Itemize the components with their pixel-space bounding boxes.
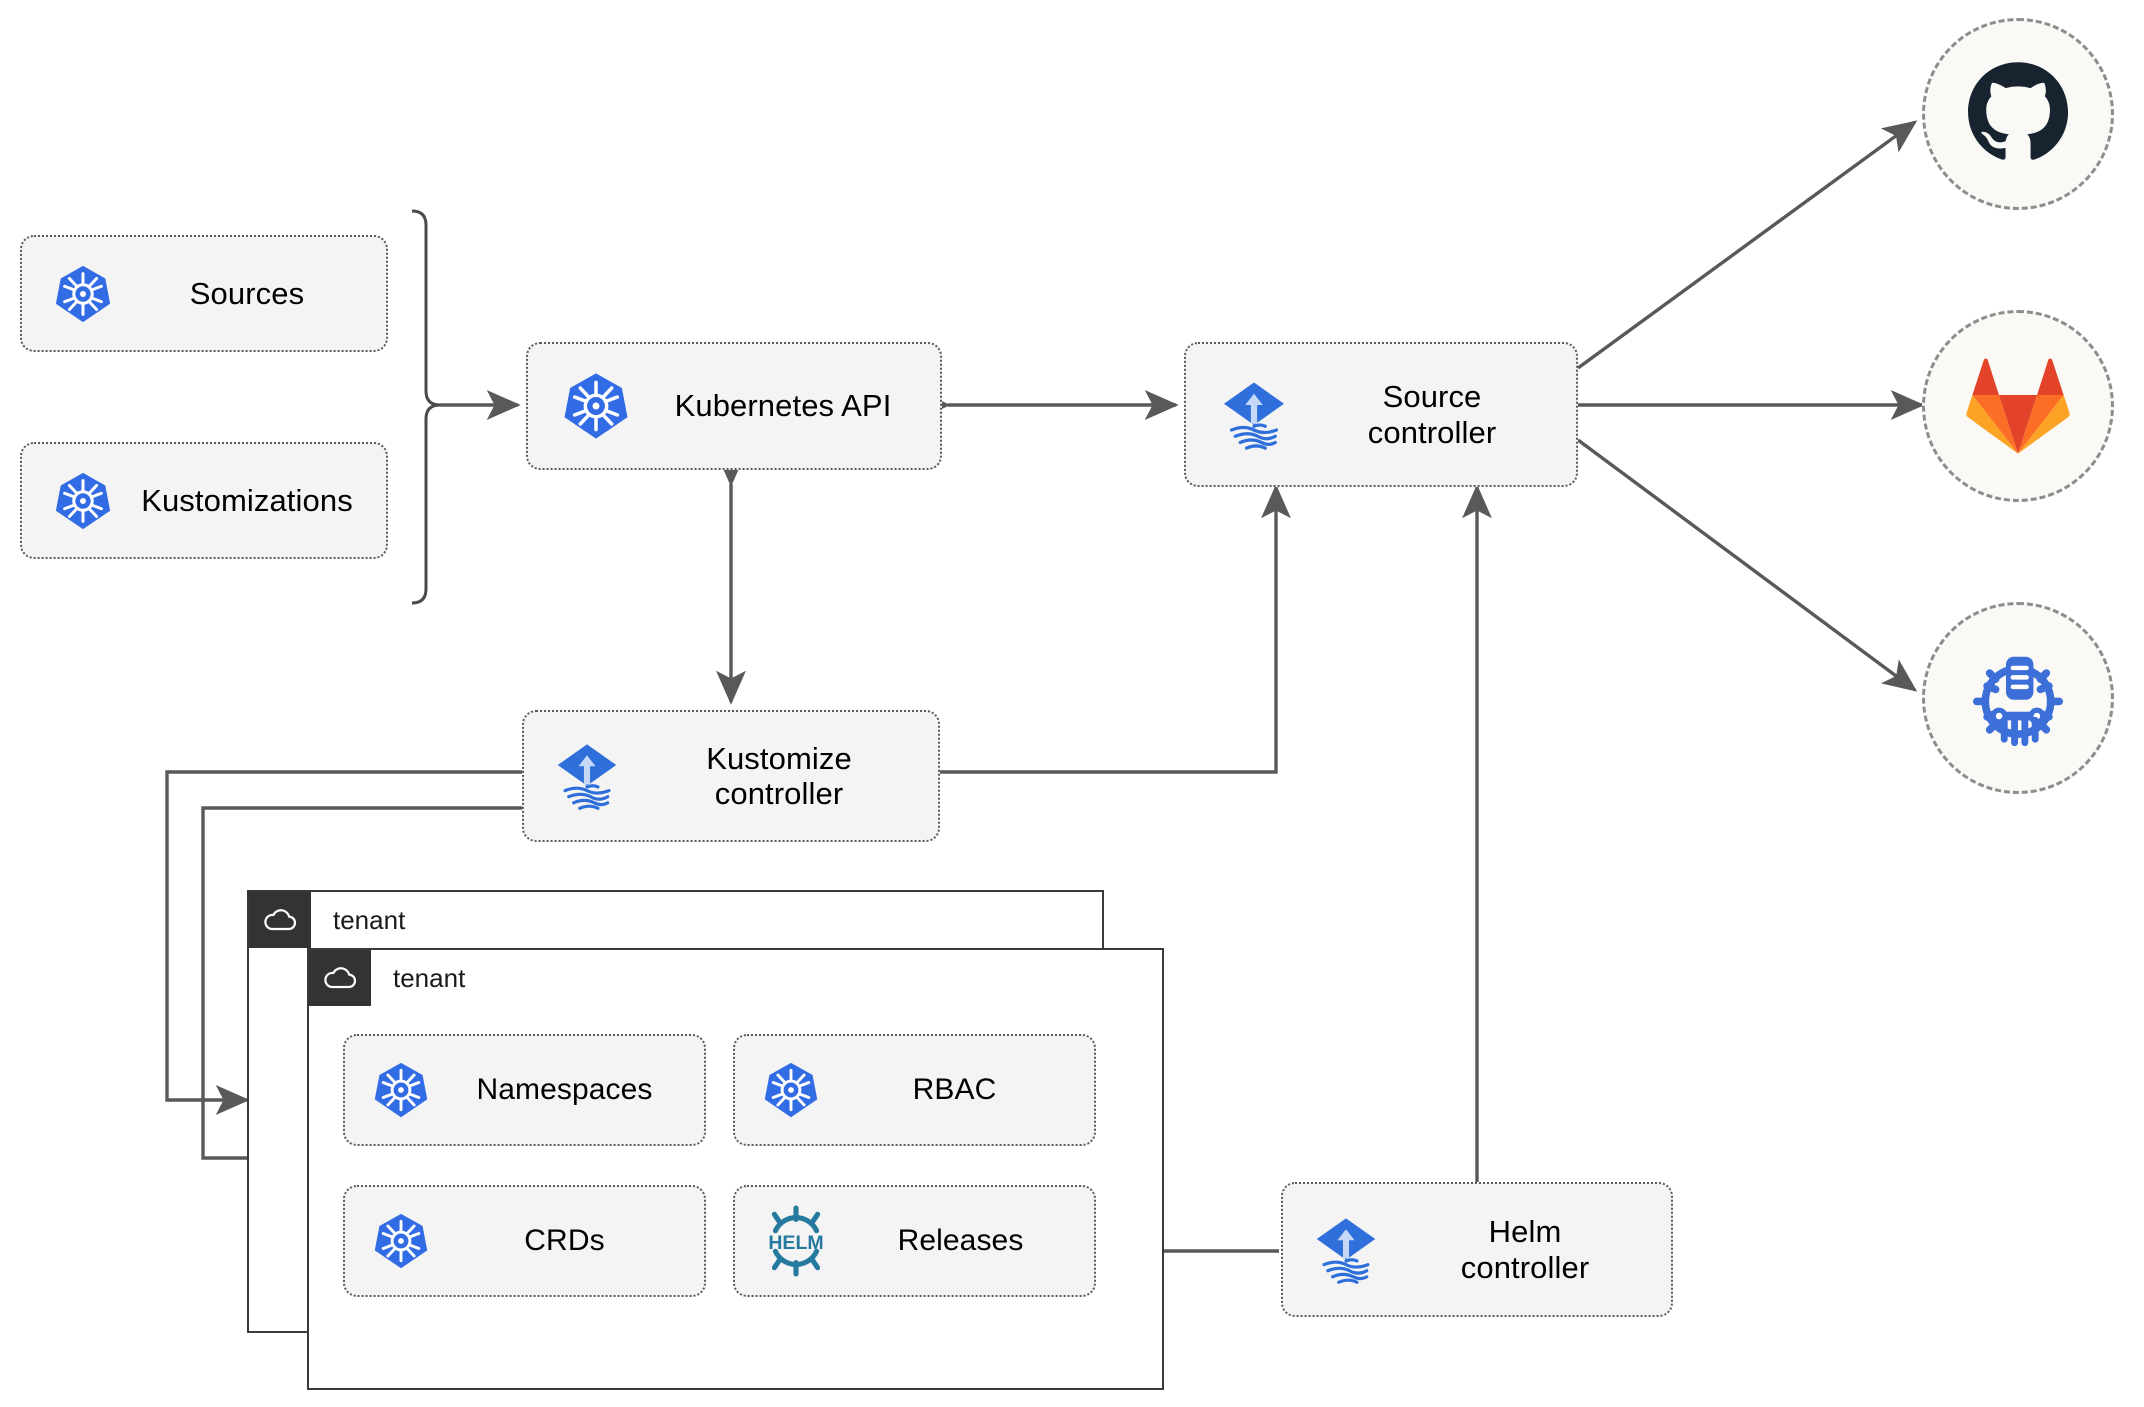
node-kustomize-controller[interactable]: Kustomize controller xyxy=(522,710,940,842)
node-source-controller[interactable]: Source controller xyxy=(1184,342,1578,487)
node-kustomizations[interactable]: Kustomizations xyxy=(20,442,388,559)
grouping-brace xyxy=(411,209,441,605)
cloud-icon xyxy=(249,892,311,948)
node-sources-label: Sources xyxy=(189,275,305,311)
node-sources[interactable]: Sources xyxy=(20,235,388,352)
helm-icon: HELM xyxy=(759,1204,833,1278)
node-kubernetes-api[interactable]: Kubernetes API xyxy=(526,342,942,470)
github-icon xyxy=(1968,62,2069,160)
provider-helm-registry[interactable] xyxy=(1922,602,2114,794)
source-controller-line1: Source xyxy=(1382,379,1482,415)
node-rbac[interactable]: RBAC xyxy=(733,1034,1096,1146)
node-helm-controller-label: Helm controller xyxy=(1385,1214,1671,1285)
node-namespaces[interactable]: Namespaces xyxy=(343,1034,706,1146)
tenant-back-label: tenant xyxy=(333,904,406,935)
tenant-back-header[interactable]: tenant xyxy=(247,890,1104,948)
gitlab-icon xyxy=(1966,358,2070,454)
edge-source-helm-registry xyxy=(1576,438,1918,692)
kubernetes-icon xyxy=(371,1060,431,1120)
kubernetes-icon xyxy=(52,470,114,532)
kubernetes-icon xyxy=(761,1060,821,1120)
node-namespaces-label: Namespaces xyxy=(476,1072,653,1106)
tenant-front-header[interactable]: tenant xyxy=(307,948,1164,1006)
node-crds[interactable]: CRDs xyxy=(343,1185,706,1297)
kubernetes-icon xyxy=(371,1211,431,1271)
node-kustomizations-label: Kustomizations xyxy=(141,482,353,518)
helm-icon-text: HELM xyxy=(768,1232,823,1254)
kubernetes-icon xyxy=(52,263,114,325)
flux-icon xyxy=(1214,375,1294,455)
edge-kustomize-source xyxy=(938,484,1291,774)
node-rbac-label: RBAC xyxy=(912,1072,997,1106)
kubernetes-icon xyxy=(560,370,632,442)
provider-gitlab[interactable] xyxy=(1922,310,2114,502)
node-releases-label: Releases xyxy=(897,1223,1024,1257)
node-crds-label: CRDs xyxy=(524,1223,605,1257)
tenant-front-label: tenant xyxy=(393,962,466,993)
node-helm-controller[interactable]: Helm controller xyxy=(1281,1182,1673,1317)
helm-controller-line2: controller xyxy=(1460,1249,1590,1285)
node-releases[interactable]: HELM Releases xyxy=(733,1185,1096,1297)
tenant-front-body xyxy=(307,960,1164,1390)
source-controller-line2: controller xyxy=(1367,414,1497,450)
edge-source-github xyxy=(1576,120,1918,370)
flux-icon xyxy=(1307,1211,1385,1289)
node-kubernetes-api-label: Kubernetes API xyxy=(674,388,892,424)
helm-repository-icon xyxy=(1972,656,2064,747)
provider-github[interactable] xyxy=(1922,18,2114,210)
kustomize-controller-line1: Kustomize xyxy=(706,740,852,776)
node-source-controller-label: Source controller xyxy=(1294,379,1576,450)
cloud-icon xyxy=(309,950,371,1006)
node-kustomize-controller-label: Kustomize controller xyxy=(626,741,938,812)
helm-controller-line1: Helm xyxy=(1488,1214,1562,1250)
flux-icon xyxy=(548,737,626,815)
kustomize-controller-line2: controller xyxy=(714,776,844,811)
